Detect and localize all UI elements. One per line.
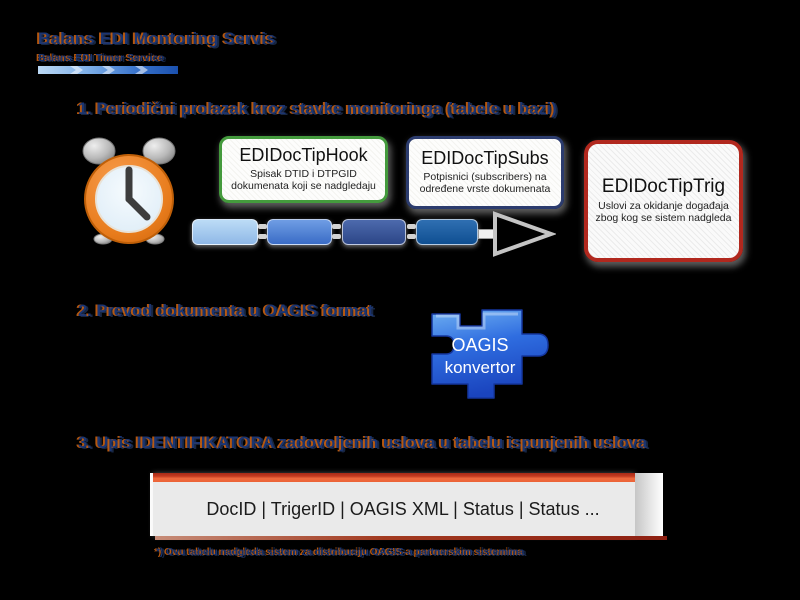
- converter-label: OAGIS konvertor: [428, 334, 532, 379]
- step1-heading: 1. Periodični prolazak kroz stavke monit…: [78, 100, 557, 118]
- footnote: *) Ovu tabelu nadgleda sistem za distrib…: [156, 547, 525, 558]
- step2-heading: 2. Prevod dokumenta u OAGIS format: [78, 302, 374, 320]
- table-bottom-shadow: [155, 536, 667, 540]
- page-title: Balans EDI Montoring Servis: [38, 29, 276, 48]
- pipeline-segment-4: [416, 219, 478, 245]
- pipeline-connector: [332, 234, 341, 239]
- entity-title: EDIDocTipTrig: [601, 176, 726, 198]
- alarm-clock-icon: [82, 137, 176, 245]
- pipeline-segment-3: [342, 219, 406, 245]
- entity-description: Spisak DTID i DTPGID dokumenata koji se …: [231, 168, 376, 193]
- pipeline-connector: [258, 234, 267, 239]
- chevron-right-icon: [102, 66, 115, 74]
- pipeline-connector: [407, 224, 416, 229]
- flow-arrow-icon: [493, 211, 556, 257]
- entity-box-edidoctiphook: EDIDocTipHook Spisak DTID i DTPGID dokum…: [219, 136, 388, 203]
- chevron-right-icon: [70, 66, 83, 74]
- entity-box-edidoctiptrig: EDIDocTipTrig Uslovi za okidanje događaj…: [584, 140, 743, 262]
- table-accent-bar: [153, 473, 635, 482]
- header-gradient-bar: [38, 66, 178, 74]
- step3-heading: 3. Upis IDENTIFIKATORA zadovoljenih uslo…: [78, 434, 648, 452]
- pipeline-segment-1: [192, 219, 258, 245]
- table-header-text: DocID | TrigerID | OAGIS XML | Status | …: [206, 498, 600, 519]
- table-left-edge: [150, 473, 153, 536]
- entity-title: EDIDocTipSubs: [421, 148, 549, 169]
- pipeline-connector: [332, 224, 341, 229]
- puzzle-piece-icon: [431, 309, 549, 399]
- table-right-fade: [635, 473, 663, 536]
- pipeline-connector: [258, 224, 267, 229]
- converter-line2: konvertor: [444, 358, 516, 378]
- chevron-right-icon: [135, 66, 148, 74]
- page-subtitle: Balans EDI Timer Service: [38, 52, 165, 64]
- pipeline-connector: [407, 234, 416, 239]
- results-table: DocID | TrigerID | OAGIS XML | Status | …: [153, 473, 635, 536]
- table-header-row: DocID | TrigerID | OAGIS XML | Status | …: [153, 482, 635, 536]
- pipeline-segment-2: [267, 219, 332, 245]
- entity-description: Potpisnici (subscribers) na određene vrs…: [419, 171, 551, 196]
- entity-title: EDIDocTipHook: [239, 145, 368, 166]
- entity-box-edidoctipsubs: EDIDocTipSubs Potpisnici (subscribers) n…: [406, 136, 564, 209]
- converter-line1: OAGIS: [451, 335, 509, 355]
- entity-description: Uslovi za okidanje događaja zbog kog se …: [595, 200, 732, 225]
